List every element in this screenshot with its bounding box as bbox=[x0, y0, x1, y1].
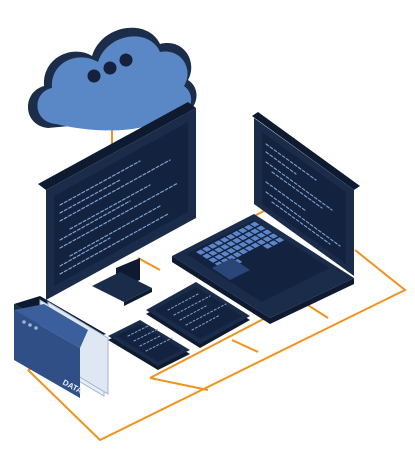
keyboard-key bbox=[226, 248, 236, 254]
tablet-code-lines bbox=[167, 293, 227, 331]
keyboard-key bbox=[232, 244, 242, 251]
monitor-code-lines bbox=[59, 159, 179, 275]
keyboard-key bbox=[250, 221, 260, 228]
data-folder-icon: DATA bbox=[14, 296, 109, 398]
keyboard-key bbox=[214, 247, 224, 253]
keyboard-key bbox=[250, 242, 261, 249]
laptop-icon bbox=[172, 112, 360, 324]
keyboard-key bbox=[244, 245, 255, 252]
keyboard-key bbox=[238, 234, 248, 241]
keyboard-key bbox=[202, 253, 212, 259]
keyboard-key bbox=[214, 254, 224, 260]
keyboard-key bbox=[262, 236, 273, 242]
keyboard-key bbox=[226, 255, 237, 261]
keyboard-key bbox=[238, 227, 248, 234]
keyboard-key bbox=[232, 251, 243, 258]
keyboard-key bbox=[256, 232, 266, 238]
keyboard-key bbox=[208, 250, 218, 256]
keyboard-key bbox=[250, 235, 260, 242]
cloud-icon bbox=[27, 27, 197, 131]
keyboard-key bbox=[214, 240, 224, 246]
keyboard-key bbox=[220, 237, 230, 243]
keyboard-key bbox=[208, 243, 218, 249]
keyboard-key bbox=[226, 241, 236, 247]
laptop-keys bbox=[196, 221, 285, 271]
keyboard-key bbox=[220, 244, 230, 250]
keyboard-key bbox=[202, 246, 212, 252]
keyboard-key bbox=[232, 237, 242, 244]
laptop-code-lines bbox=[265, 143, 341, 247]
keyboard-key bbox=[208, 257, 218, 263]
keyboard-key bbox=[256, 239, 267, 245]
tablet-screen bbox=[154, 287, 242, 339]
laptop-trackpad bbox=[212, 258, 250, 280]
phone-icon bbox=[108, 320, 190, 370]
keyboard-key bbox=[268, 240, 279, 246]
phone-code-lines bbox=[127, 325, 173, 352]
keyboard-key bbox=[262, 229, 272, 235]
keyboard-key bbox=[244, 238, 254, 245]
keyboard-key bbox=[244, 231, 254, 238]
keyboard-key bbox=[256, 225, 266, 231]
keyboard-key bbox=[262, 243, 273, 249]
keyboard-key bbox=[250, 228, 260, 235]
more-dots-icon bbox=[87, 53, 133, 83]
keyboard-key bbox=[238, 248, 249, 255]
keyboard-key bbox=[220, 251, 230, 257]
keyboard-key bbox=[274, 237, 285, 243]
keyboard-key bbox=[268, 233, 279, 239]
folder-dots bbox=[22, 320, 38, 330]
monitor-icon bbox=[38, 102, 196, 306]
keyboard-key bbox=[244, 224, 254, 231]
keyboard-key bbox=[232, 230, 242, 237]
monitor-screen bbox=[54, 122, 188, 286]
keyboard-key bbox=[226, 234, 236, 240]
tablet-icon bbox=[146, 282, 250, 348]
keyboard-key bbox=[196, 249, 206, 255]
keyboard-key bbox=[238, 241, 248, 248]
